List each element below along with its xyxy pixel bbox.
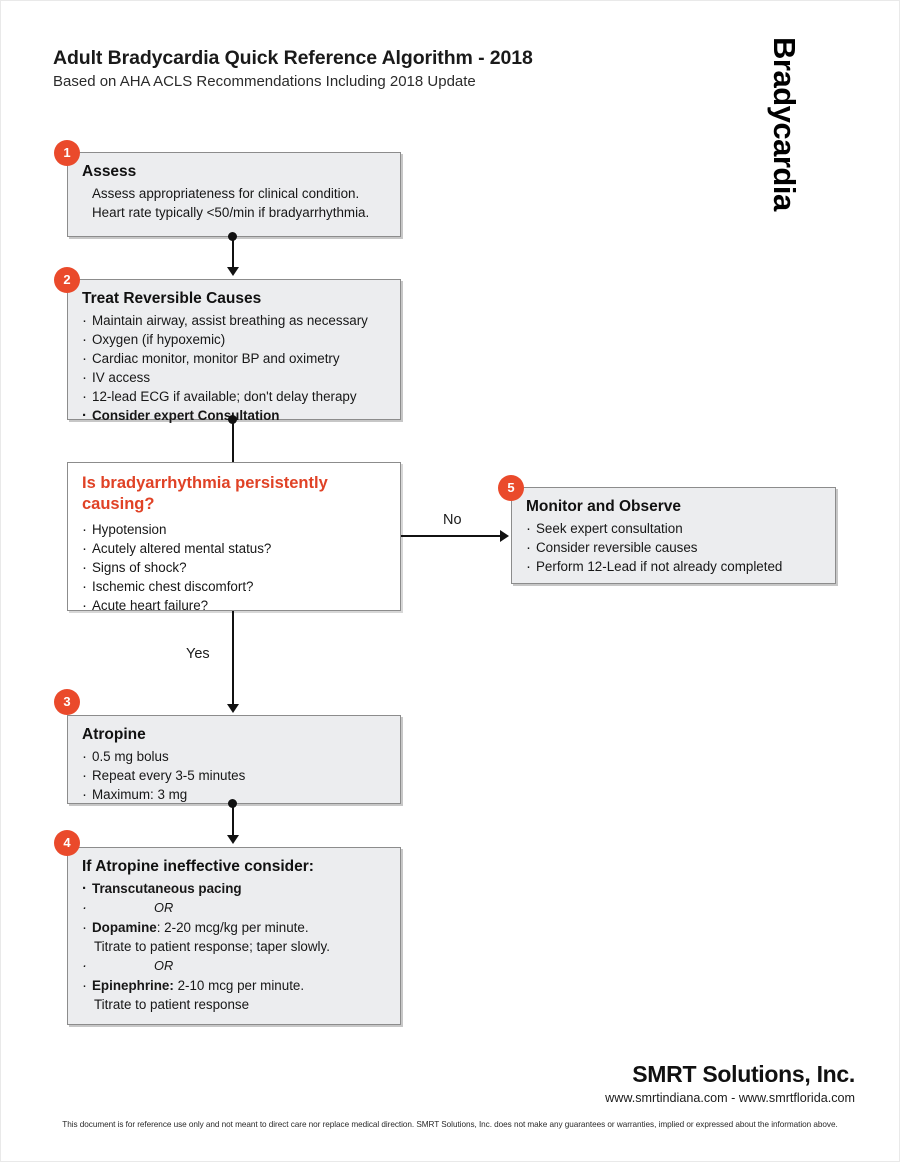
treat-bullets: Maintain airway, assist breathing as nec… xyxy=(82,311,388,426)
list-item: Seek expert consultation xyxy=(526,519,823,539)
connector-line xyxy=(231,420,234,462)
step-badge-3: 3 xyxy=(54,689,80,715)
list-item-dopamine: Dopamine: 2-20 mcg/kg per minute. xyxy=(82,918,388,938)
connector-arrow xyxy=(226,267,239,276)
connector-dot xyxy=(228,799,237,808)
ineffective-bullets: Transcutaneous pacing OR Dopamine: 2-20 … xyxy=(82,879,388,1014)
list-item: Maintain airway, assist breathing as nec… xyxy=(82,311,388,331)
connector-line xyxy=(231,804,234,837)
connector-dot xyxy=(228,232,237,241)
step-badge-4: 4 xyxy=(54,830,80,856)
decision-bullets: Hypotension Acutely altered mental statu… xyxy=(82,520,388,616)
decision-box-bradyarrhythmia: Is bradyarrhythmia persistently causing?… xyxy=(67,462,401,615)
footer-websites: www.smrtindiana.com - www.smrtflorida.co… xyxy=(605,1091,855,1105)
footer-brand: SMRT Solutions, Inc. xyxy=(632,1061,855,1087)
connector-dot xyxy=(228,415,237,424)
connector-arrow xyxy=(226,835,239,844)
step-box-assess: Assess Assess appropriateness for clinic… xyxy=(67,152,401,237)
epinephrine-label: Epinephrine: xyxy=(92,978,174,994)
or-separator: OR xyxy=(82,898,388,918)
list-item: Oxygen (if hypoxemic) xyxy=(82,330,388,350)
list-item: Signs of shock? xyxy=(82,558,388,578)
side-title-bradycardia: Bradycardia xyxy=(767,37,802,211)
list-item-epinephrine: Epinephrine: 2-10 mcg per minute. xyxy=(82,976,388,996)
footer-disclaimer: This document is for reference use only … xyxy=(62,1120,838,1129)
page-subtitle: Based on AHA ACLS Recommendations Includ… xyxy=(53,73,476,90)
connector-line-yes xyxy=(231,611,234,707)
dopamine-label: Dopamine xyxy=(92,920,157,936)
atropine-title: Atropine xyxy=(82,726,146,743)
dopamine-note: Titrate to patient response; taper slowl… xyxy=(94,939,330,955)
step-box-atropine: Atropine 0.5 mg bolus Repeat every 3-5 m… xyxy=(67,715,401,804)
list-item: Perform 12-Lead if not already completed xyxy=(526,557,823,577)
atropine-bullets: 0.5 mg bolus Repeat every 3-5 minutes Ma… xyxy=(82,747,388,805)
treat-title: Treat Reversible Causes xyxy=(82,290,262,307)
list-item: IV access xyxy=(82,368,388,388)
step-box-monitor-observe: Monitor and Observe Seek expert consulta… xyxy=(511,487,836,584)
epinephrine-note: Titrate to patient response xyxy=(94,997,250,1013)
ineffective-title: If Atropine ineffective consider: xyxy=(82,858,314,875)
assess-lines: Assess appropriateness for clinical cond… xyxy=(82,184,388,222)
edge-label-yes: Yes xyxy=(186,646,210,662)
decision-title: Is bradyarrhythmia persistently causing? xyxy=(82,474,328,514)
epinephrine-dose: 2-10 mcg per minute. xyxy=(173,978,305,994)
list-item: Cardiac monitor, monitor BP and oximetry xyxy=(82,349,388,369)
assess-title: Assess xyxy=(82,163,137,180)
list-item: Ischemic chest discomfort? xyxy=(82,577,388,597)
assess-line: Heart rate typically <50/min if bradyarr… xyxy=(92,205,370,221)
monitor-bullets: Seek expert consultation Consider revers… xyxy=(526,519,823,577)
connector-arrow-no xyxy=(500,530,509,542)
assess-line: Assess appropriateness for clinical cond… xyxy=(92,186,360,202)
step-box-treat-reversible-causes: Treat Reversible Causes Maintain airway,… xyxy=(67,279,401,425)
connector-arrow-yes xyxy=(226,704,239,713)
list-item: Consider reversible causes xyxy=(526,538,823,558)
or-separator: OR xyxy=(82,956,388,976)
list-item: Repeat every 3-5 minutes xyxy=(82,766,388,786)
step-badge-5: 5 xyxy=(498,475,524,501)
list-item: 0.5 mg bolus xyxy=(82,747,388,767)
page-title: Adult Bradycardia Quick Reference Algori… xyxy=(53,47,533,69)
list-item: Hypotension xyxy=(82,520,388,540)
dopamine-dose: : 2-20 mcg/kg per minute. xyxy=(156,920,309,936)
monitor-title: Monitor and Observe xyxy=(526,498,682,515)
edge-label-no: No xyxy=(443,512,462,528)
connector-line xyxy=(231,237,234,269)
step-box-atropine-ineffective: If Atropine ineffective consider: Transc… xyxy=(67,847,401,1025)
step-badge-1: 1 xyxy=(54,140,80,166)
list-item: Maximum: 3 mg xyxy=(82,785,388,805)
step-badge-2: 2 xyxy=(54,267,80,293)
list-item-pacing: Transcutaneous pacing xyxy=(82,879,388,899)
list-item: Acutely altered mental status? xyxy=(82,539,388,559)
list-item: Acute heart failure? xyxy=(82,596,388,616)
list-item: 12-lead ECG if available; don't delay th… xyxy=(82,387,388,407)
connector-line-no xyxy=(401,535,501,537)
